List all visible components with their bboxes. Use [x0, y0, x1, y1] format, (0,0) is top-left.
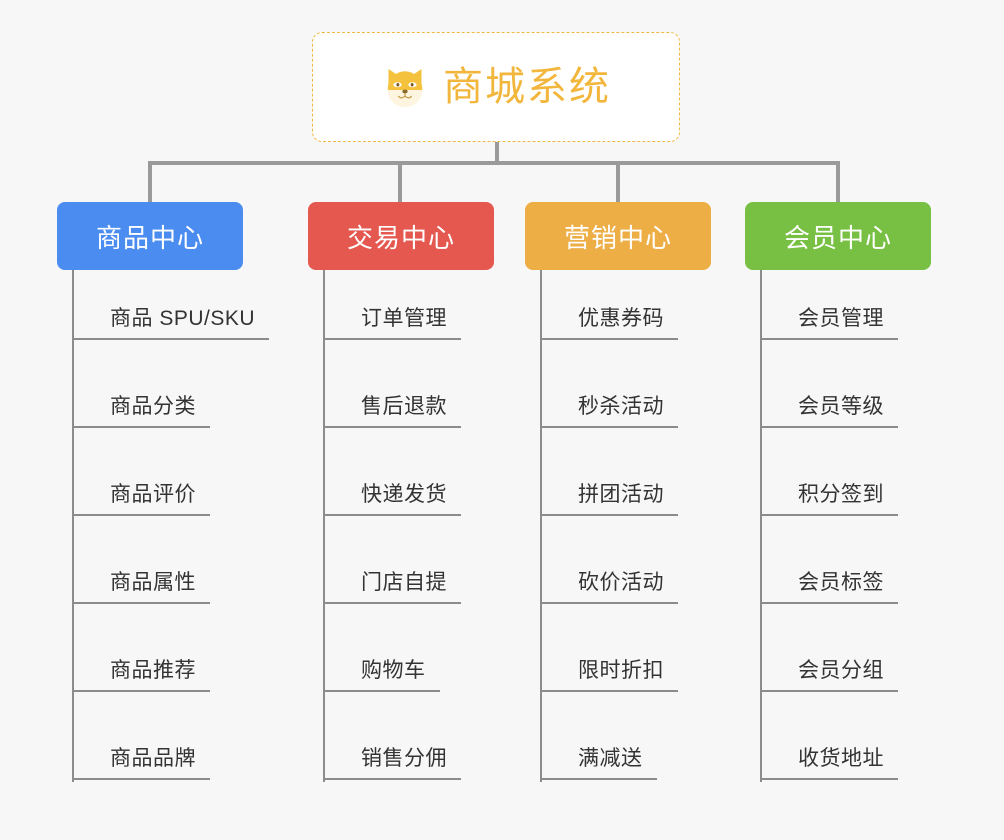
leaf-label: 限时折扣 — [578, 659, 664, 682]
branch-node-1[interactable]: 商品中心 — [57, 202, 243, 270]
leaf-underline — [72, 338, 269, 340]
connector-drop-4 — [836, 161, 840, 202]
leaf-label: 商品 SPU/SKU — [110, 307, 256, 330]
leaf-underline — [540, 338, 678, 340]
root-title: 商城系统 — [443, 65, 611, 109]
leaf-label: 拼团活动 — [578, 483, 664, 506]
leaf-underline — [323, 602, 461, 604]
leaf-label: 商品评价 — [110, 483, 196, 506]
leaf-label: 优惠券码 — [578, 307, 664, 330]
leaf-underline — [760, 602, 898, 604]
leaf-underline — [760, 778, 898, 780]
leaf-label: 会员管理 — [798, 307, 884, 330]
leaf-trunk-line — [540, 270, 542, 782]
connector-drop-3 — [616, 161, 620, 202]
connector-drop-2 — [398, 161, 402, 202]
shiba-dog-face-icon — [381, 63, 429, 111]
leaf-label: 快递发货 — [361, 483, 447, 506]
leaf-underline — [540, 690, 678, 692]
leaf-label: 门店自提 — [361, 571, 447, 594]
leaf-underline — [760, 338, 898, 340]
leaf-label: 商品推荐 — [110, 659, 196, 682]
leaf-underline — [72, 602, 210, 604]
leaf-underline — [72, 514, 210, 516]
branch-label: 交易中心 — [346, 222, 455, 253]
leaf-underline — [540, 602, 678, 604]
leaf-label: 会员等级 — [798, 395, 884, 418]
leaf-label: 商品分类 — [110, 395, 196, 418]
branch-label: 营销中心 — [563, 222, 672, 253]
leaf-trunk-line — [760, 270, 762, 782]
leaf-label: 购物车 — [361, 659, 426, 682]
branch-label: 商品中心 — [95, 222, 204, 253]
leaf-underline — [323, 690, 440, 692]
leaf-label: 商品属性 — [110, 571, 196, 594]
leaf-label: 订单管理 — [361, 307, 447, 330]
leaf-underline — [72, 690, 210, 692]
leaf-label: 积分签到 — [798, 483, 884, 506]
leaf-underline — [323, 426, 461, 428]
leaf-underline — [323, 778, 461, 780]
leaf-underline — [540, 426, 678, 428]
connector-horizontal-bus — [148, 161, 840, 165]
leaf-underline — [72, 426, 210, 428]
leaf-label: 会员分组 — [798, 659, 884, 682]
leaf-underline — [540, 514, 678, 516]
branch-label: 会员中心 — [783, 222, 892, 253]
leaf-label: 商品品牌 — [110, 747, 196, 770]
leaf-label: 会员标签 — [798, 571, 884, 594]
leaf-label: 秒杀活动 — [578, 395, 664, 418]
leaf-label: 售后退款 — [361, 395, 447, 418]
root-node[interactable]: 商城系统 — [312, 32, 680, 142]
leaf-label: 满减送 — [578, 747, 643, 770]
connector-root-stem — [494, 142, 499, 164]
branch-node-3[interactable]: 营销中心 — [525, 202, 711, 270]
branch-node-4[interactable]: 会员中心 — [745, 202, 931, 270]
leaf-underline — [760, 690, 898, 692]
leaf-underline — [323, 514, 461, 516]
leaf-trunk-line — [72, 270, 74, 782]
leaf-underline — [760, 426, 898, 428]
leaf-underline — [72, 778, 210, 780]
leaf-underline — [540, 778, 657, 780]
leaf-label: 收货地址 — [798, 747, 884, 770]
leaf-label: 销售分佣 — [361, 747, 447, 770]
branch-node-2[interactable]: 交易中心 — [308, 202, 494, 270]
connector-drop-1 — [148, 161, 152, 202]
leaf-underline — [760, 514, 898, 516]
leaf-underline — [323, 338, 461, 340]
leaf-trunk-line — [323, 270, 325, 782]
leaf-label: 砍价活动 — [578, 571, 664, 594]
